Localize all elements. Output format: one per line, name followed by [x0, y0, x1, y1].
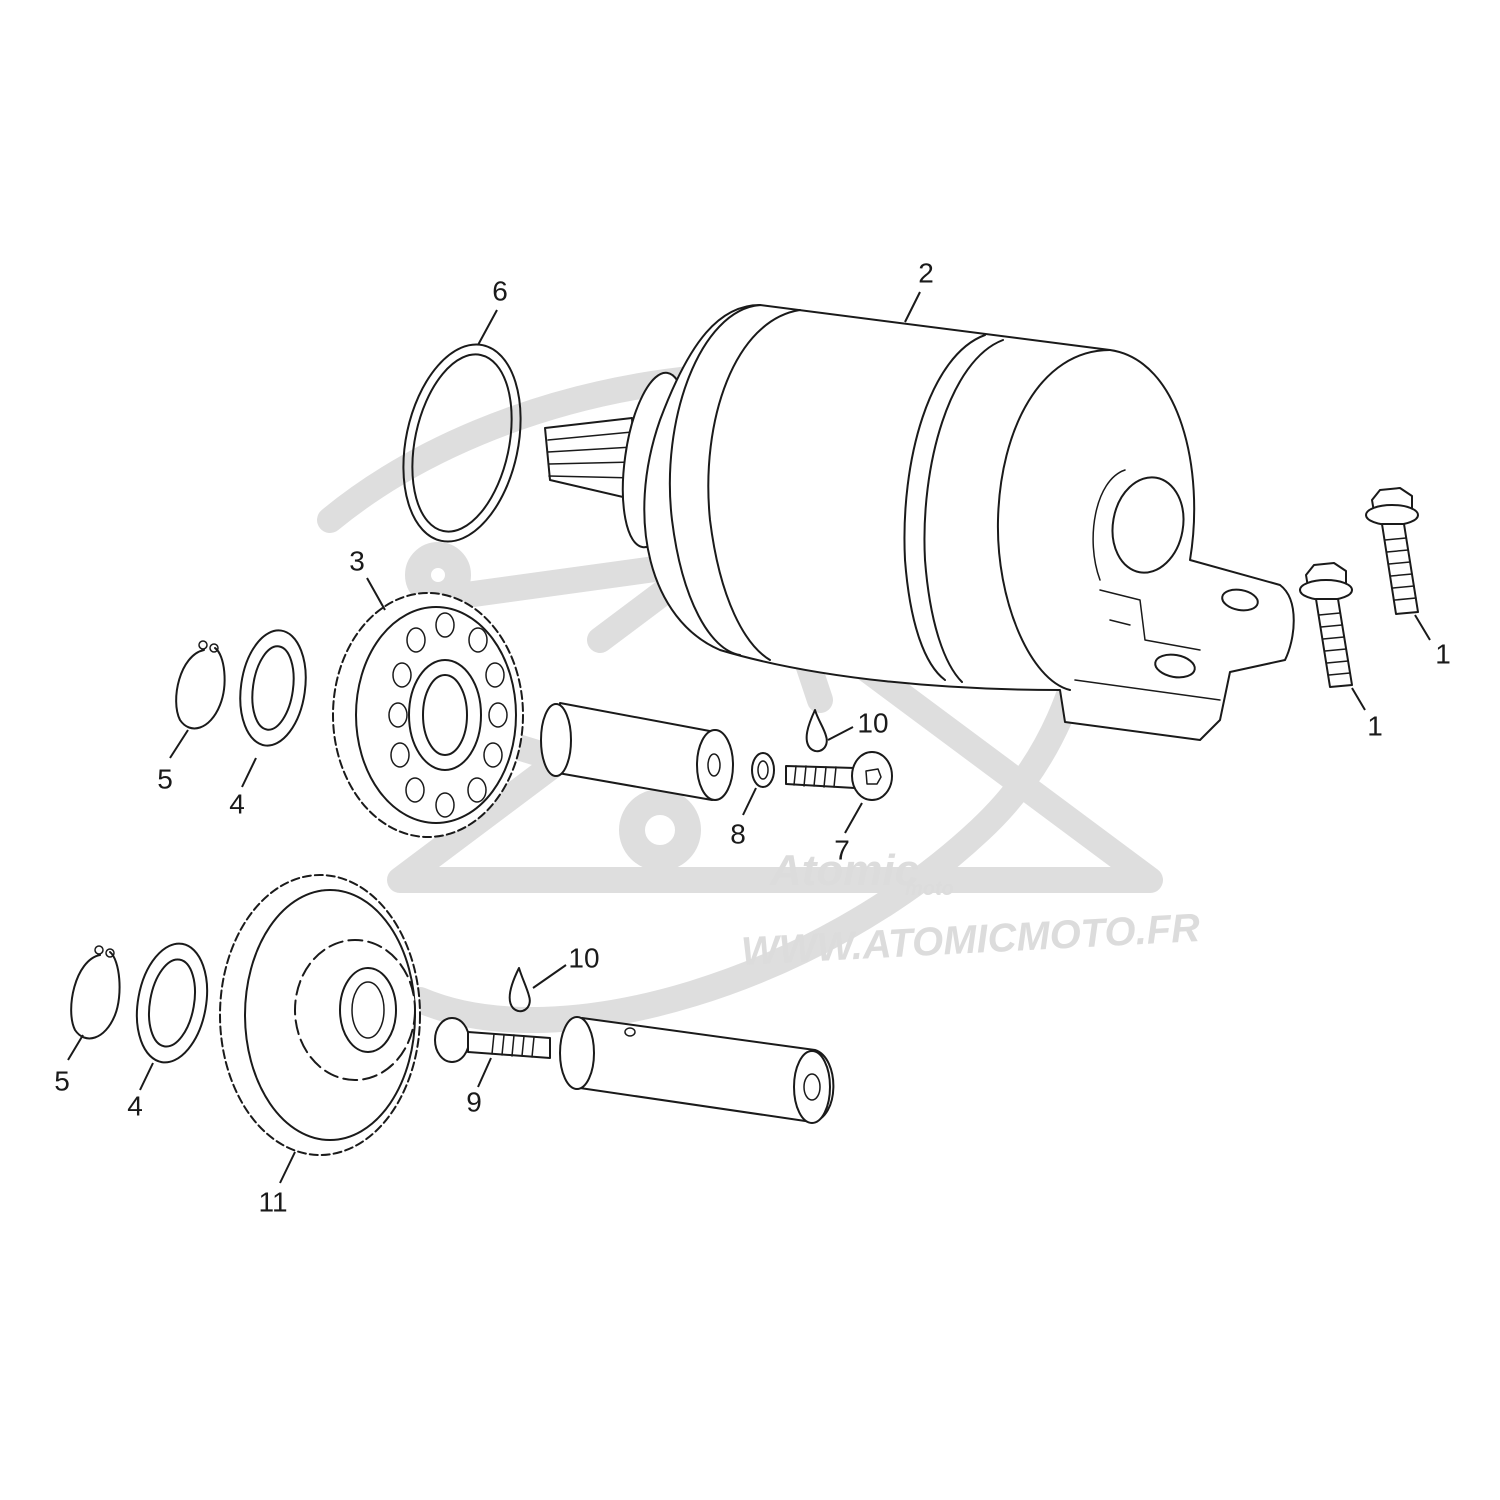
starter-mount-hole: [1154, 653, 1196, 679]
idler-gear-shaft: [540, 702, 734, 801]
leader-lines: [67, 291, 1431, 1184]
gear-hub: [339, 967, 397, 1053]
part-10-grease-drop-icon: [508, 967, 531, 1013]
callout-label: 1: [1367, 710, 1383, 741]
callout-label: 8: [730, 818, 746, 849]
gear-hub: [408, 659, 482, 771]
part-5-circlip: [175, 640, 226, 730]
part-11-idler-gear: [219, 874, 421, 1156]
starter-mount-hole: [1221, 588, 1259, 612]
watermark-orbit-dot: [405, 542, 471, 608]
part-5-circlip: [70, 945, 121, 1040]
part-2-starter-motor: [544, 304, 1295, 741]
callout-label: 5: [54, 1065, 70, 1096]
watermark-url: WWW.ATOMICMOTO.FR: [740, 906, 1201, 974]
gear-lightening-holes: [388, 612, 508, 818]
watermark-brand-sub: moto: [905, 878, 954, 900]
callout-label: 1: [1435, 638, 1451, 669]
callout-labels: 1 1 2 3 4 4 5 5 6 7 8 9 10 10 11: [54, 257, 1451, 1217]
part-10-grease-drop-icon: [805, 709, 828, 753]
part-7-socket-bolt: [785, 751, 893, 801]
part-8-washer: [751, 752, 775, 788]
callout-label: 11: [258, 1186, 287, 1217]
part-4-thrust-washer: [239, 629, 307, 747]
starter-body: [643, 304, 1295, 741]
watermark-brand: Atomic: [769, 846, 919, 895]
callout-label: 10: [857, 707, 888, 738]
part-1-flange-bolt: [1299, 562, 1353, 688]
callout-label: 6: [492, 275, 508, 306]
callout-label: 3: [349, 545, 365, 576]
callout-label: 7: [834, 834, 850, 865]
watermark-orbit-dot: [619, 789, 701, 871]
part-6-o-ring: [402, 343, 522, 543]
starter-rear-boss: [1111, 476, 1185, 574]
callout-label: 4: [229, 788, 245, 819]
part-1-flange-bolt: [1365, 487, 1419, 615]
callout-label: 2: [918, 257, 934, 288]
callout-label: 4: [127, 1090, 143, 1121]
part-3-idler-gear: [332, 592, 524, 838]
callout-label: 5: [157, 763, 173, 794]
part-4-thrust-washer: [135, 942, 209, 1064]
lower-idler-shaft: [559, 1016, 835, 1124]
callout-label: 10: [568, 942, 599, 973]
callout-label: 9: [466, 1086, 482, 1117]
part-9-socket-bolt: [434, 1017, 551, 1063]
